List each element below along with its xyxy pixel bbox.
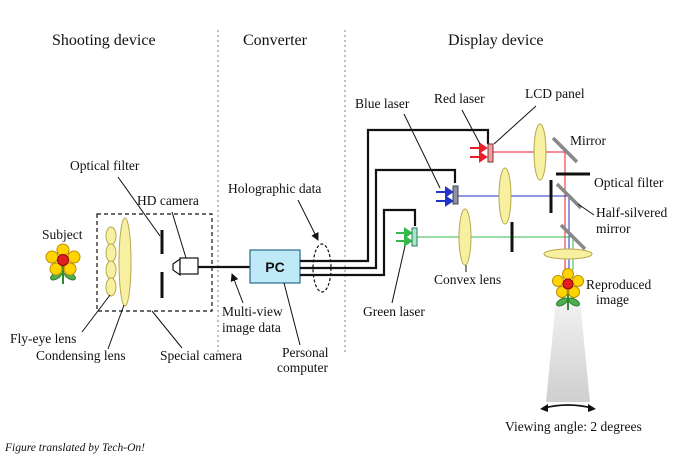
fly-eye-lens-label: Fly-eye lens (10, 331, 76, 346)
red-laser-leader (461, 109, 481, 145)
viewing-angle-label: Viewing angle: 2 degrees (505, 419, 642, 434)
pc-box (249, 249, 301, 284)
multi-view-label-line2: image data (222, 320, 281, 335)
hd-camera-label: HD camera (137, 193, 199, 208)
half-silvered-label-line1: Half-silvered (596, 205, 667, 220)
hd-camera-icon (172, 257, 199, 277)
special-camera-leader (151, 310, 183, 349)
mirror-label: Mirror (570, 133, 606, 148)
green-laser-emitter (411, 227, 418, 247)
optical-filter-display-label: Optical filter (594, 175, 664, 190)
blue-laser-leader (403, 113, 441, 189)
pc-label: PC (265, 259, 284, 275)
special-camera-box (96, 213, 213, 312)
viewing-angle-arrowhead-left (540, 404, 548, 412)
half-silvered-leader (577, 203, 595, 216)
personal-computer-line2: computer (277, 360, 328, 375)
fly-eye-lens (105, 226, 117, 297)
subject-flower-icon (45, 243, 81, 284)
green-laser-label: Green laser (363, 304, 425, 319)
blue-laser-arrows-icon (436, 186, 454, 207)
red-laser-emitter (487, 143, 494, 163)
figure-credit: Figure translated by Tech-On! (4, 442, 145, 454)
viewing-cone (546, 300, 590, 402)
reproduced-image-line2: image (596, 292, 629, 307)
optical-filter-camera-leader (117, 176, 161, 237)
hd-camera-leader (171, 211, 187, 259)
section-shooting-title: Shooting device (52, 32, 156, 49)
optical-filter-camera-label: Optical filter (70, 158, 140, 173)
blue-laser-emitter (452, 185, 459, 205)
condensing-lens-label: Condensing lens (36, 348, 126, 363)
output-lens (543, 248, 593, 260)
condensing-lens (118, 217, 132, 307)
holographic-data-lines (300, 128, 490, 277)
half-silvered-label-line2: mirror (596, 221, 631, 236)
reproduced-flower-icon (552, 268, 584, 310)
lcd-panel-leader (493, 105, 537, 145)
convex-lens-green (458, 208, 472, 266)
red-laser-label: Red laser (434, 91, 485, 106)
personal-computer-leader (283, 282, 301, 346)
subject-label: Subject (42, 227, 83, 242)
half-silvered-mirror-green (559, 223, 587, 251)
green-laser-leader (391, 245, 406, 304)
holographic-data-label: Holographic data (228, 181, 321, 196)
blue-laser-label: Blue laser (355, 96, 410, 111)
half-silvered-mirror-blue (555, 182, 583, 210)
green-laser-arrows-icon (396, 227, 413, 247)
convex-lens-red (533, 123, 547, 181)
special-camera-label: Special camera (160, 348, 242, 363)
reproduced-image-line1: Reproduced (586, 277, 651, 292)
condensing-lens-leader (107, 304, 125, 350)
holographic-data-ellipse (312, 243, 332, 293)
fly-eye-lens-leader (81, 294, 111, 333)
holographic-data-leader (297, 199, 319, 241)
convex-lens-label: Convex lens (434, 272, 501, 287)
convex-lens-blue (498, 167, 512, 225)
multi-view-leader (230, 273, 244, 304)
section-display-title: Display device (448, 32, 544, 49)
mirror (551, 136, 579, 164)
multi-view-label-line1: Multi-view (222, 304, 283, 319)
lcd-panel-label: LCD panel (525, 86, 585, 101)
personal-computer-line1: Personal (282, 345, 329, 360)
red-laser-arrows-icon (470, 142, 488, 163)
viewing-angle-arrowhead-right (588, 404, 596, 412)
section-converter-title: Converter (243, 32, 308, 49)
viewing-angle-arrow (543, 404, 593, 409)
